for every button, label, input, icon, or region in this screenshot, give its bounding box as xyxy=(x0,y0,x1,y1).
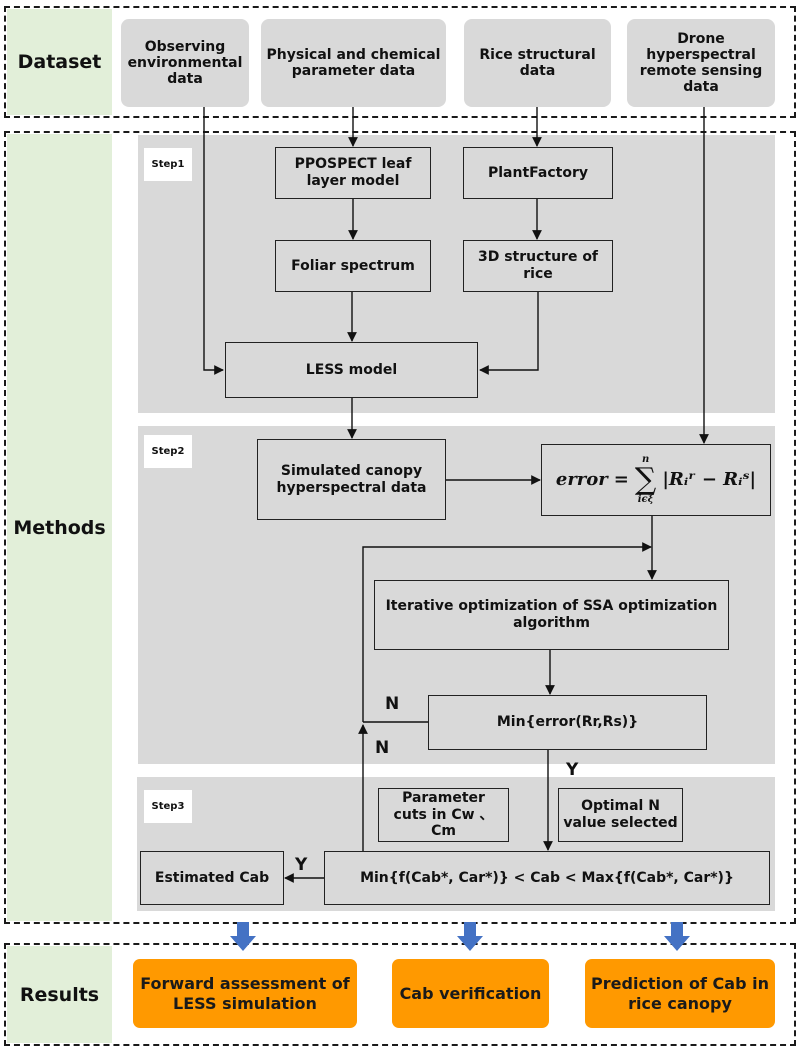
optimal-n-node-text: Optimal N value selected xyxy=(563,798,678,831)
formula-eq: = xyxy=(613,469,629,491)
error-formula-node: error = n ∑ iϵξ |Rᵢʳ − Rᵢˢ| xyxy=(541,444,771,516)
plantfactory-node: PlantFactory xyxy=(463,147,613,199)
results-label-text: Results xyxy=(19,983,100,1006)
sum-symbol: ∑ xyxy=(634,462,657,497)
formula-lhs: error xyxy=(555,469,608,491)
blue-down-arrow-icon xyxy=(230,922,256,951)
structure-3d-node: 3D structure of rice xyxy=(463,240,613,292)
estimated-cab-node: Estimated Cab xyxy=(140,851,284,905)
methods-label-text: Methods xyxy=(13,516,106,539)
step3-tag-text: Step3 xyxy=(151,801,185,812)
results-label: Results xyxy=(7,946,112,1043)
simulated-canopy-node: Simulated canopy hyperspectral data xyxy=(257,439,446,520)
step1-tag-text: Step1 xyxy=(151,159,185,170)
dataset-item-physical-chemical: Physical and chemical parameter data xyxy=(261,19,446,107)
cab-condition-node-text: Min{f(Cab*, Car*)} < Cab < Max{f(Cab*, C… xyxy=(360,869,734,886)
branch-label-y-estimated: Y xyxy=(295,855,308,875)
methods-frame xyxy=(4,131,796,924)
dataset-frame xyxy=(4,6,796,118)
dataset-item-text: Physical and chemical parameter data xyxy=(266,46,441,79)
plantfactory-node-text: PlantFactory xyxy=(488,164,588,181)
sum-operator: n ∑ iϵξ xyxy=(635,455,656,505)
parameter-cuts-node: Parameter cuts in Cw 、 Cm xyxy=(378,788,509,842)
parameter-cuts-node-text: Parameter cuts in Cw 、 Cm xyxy=(393,789,494,840)
results-arrow-1 xyxy=(230,922,256,951)
result-text: Prediction of Cab in rice canopy xyxy=(591,974,769,1013)
blue-down-arrow-icon xyxy=(664,922,690,951)
result-text: Cab verification xyxy=(399,983,542,1003)
prospect-node: PPOSPECT leaf layer model xyxy=(275,147,431,199)
min-error-node: Min{error(Rr,Rs)} xyxy=(428,695,707,750)
step3-tag: Step3 xyxy=(144,790,192,823)
dataset-item-drone-hyperspectral: Drone hyperspectral remote sensing data xyxy=(627,19,775,107)
dataset-item-text: Rice structural data xyxy=(479,46,596,79)
branch-label-n-top: N xyxy=(385,694,400,714)
dataset-item-text: Observing environmental data xyxy=(127,38,243,88)
min-error-node-text: Min{error(Rr,Rs)} xyxy=(496,714,639,731)
dataset-item-text: Drone hyperspectral remote sensing data xyxy=(639,30,763,96)
ssa-optimization-node-text: Iterative optimization of SSA optimizati… xyxy=(385,598,718,631)
optimal-n-node: Optimal N value selected xyxy=(558,788,683,842)
results-arrow-2 xyxy=(457,922,483,951)
dataset-label: Dataset xyxy=(7,9,112,115)
cab-condition-node: Min{f(Cab*, Car*)} < Cab < Max{f(Cab*, C… xyxy=(324,851,770,905)
results-frame xyxy=(4,943,796,1046)
foliar-spectrum-node-text: Foliar spectrum xyxy=(291,257,415,274)
estimated-cab-node-text: Estimated Cab xyxy=(154,869,270,886)
less-model-node: LESS model xyxy=(225,342,478,398)
foliar-spectrum-node: Foliar spectrum xyxy=(275,240,431,292)
prospect-node-text: PPOSPECT leaf layer model xyxy=(294,156,412,189)
results-arrow-3 xyxy=(664,922,690,951)
step2-tag: Step2 xyxy=(144,435,192,468)
step2-tag-text: Step2 xyxy=(151,446,185,457)
dataset-label-text: Dataset xyxy=(17,51,102,73)
sum-upper: n xyxy=(641,454,650,465)
less-model-node-text: LESS model xyxy=(305,361,398,378)
methods-label: Methods xyxy=(7,134,112,921)
simulated-canopy-node-text: Simulated canopy hyperspectral data xyxy=(276,462,427,496)
result-forward-assessment: Forward assessment of LESS simulation xyxy=(133,959,357,1028)
structure-3d-node-text: 3D structure of rice xyxy=(477,249,599,282)
dataset-item-environmental: Observing environmental data xyxy=(121,19,249,107)
error-formula: error = n ∑ iϵξ |Rᵢʳ − Rᵢˢ| xyxy=(556,455,756,505)
ssa-optimization-node: Iterative optimization of SSA optimizati… xyxy=(374,580,729,650)
branch-label-n-bottom: N xyxy=(375,738,390,758)
formula-term: |Rᵢʳ − Rᵢˢ| xyxy=(662,469,757,491)
sum-lower: iϵξ xyxy=(637,494,654,505)
dataset-item-rice-structural: Rice structural data xyxy=(464,19,611,107)
result-cab-prediction: Prediction of Cab in rice canopy xyxy=(585,959,775,1028)
result-cab-verification: Cab verification xyxy=(392,959,549,1028)
step1-tag: Step1 xyxy=(144,148,192,181)
result-text: Forward assessment of LESS simulation xyxy=(140,974,350,1013)
blue-down-arrow-icon xyxy=(457,922,483,951)
branch-label-y-min-error: Y xyxy=(566,760,579,780)
